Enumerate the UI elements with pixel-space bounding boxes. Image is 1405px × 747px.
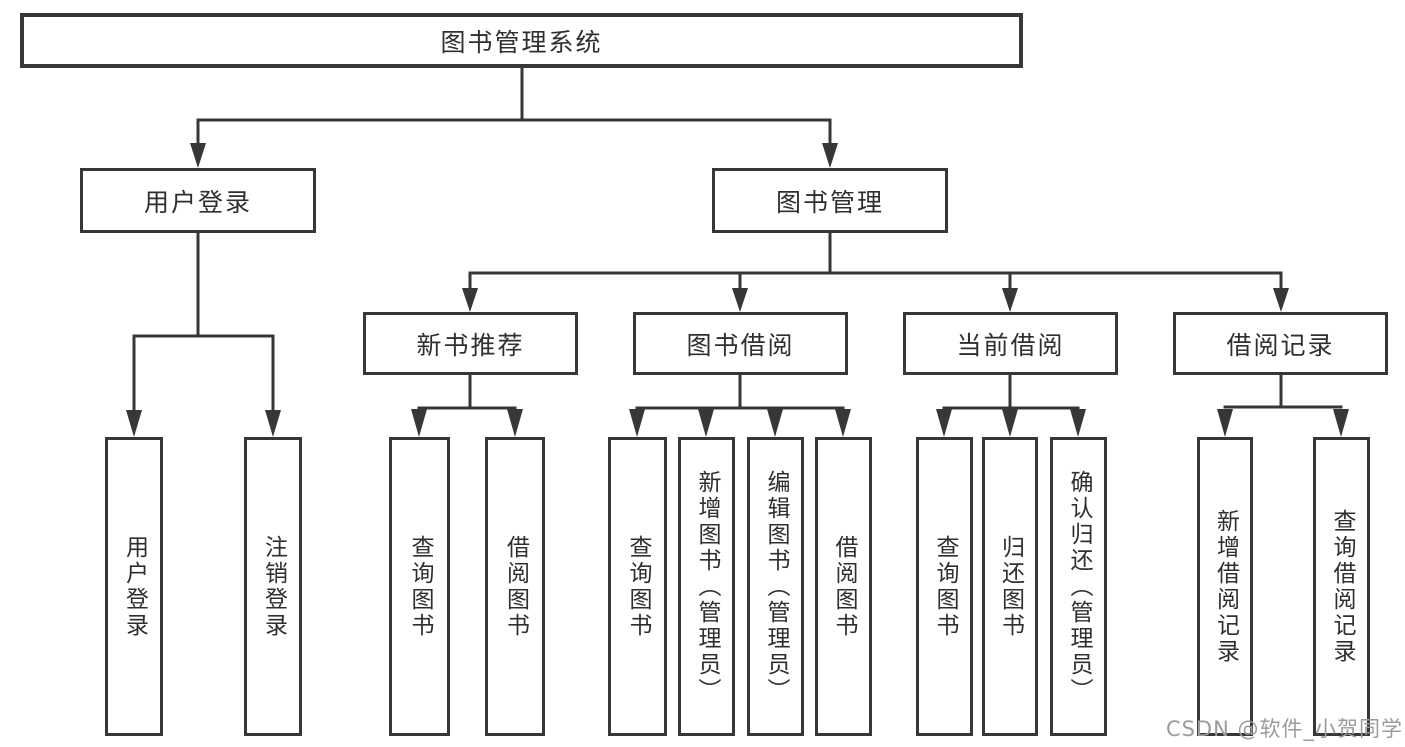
leaf-user-login-label: 用户登录 (121, 534, 148, 639)
leaf-add-borrow-record: 新增借阅记录 (1197, 437, 1253, 736)
leaf-add-book-admin-label: 新增图书（管理员） (694, 469, 720, 704)
node-root-label: 图书管理系统 (440, 27, 603, 57)
node-borrow-records-label: 借阅记录 (1226, 330, 1335, 360)
leaf-query-book-borrowing: 查询图书 (608, 437, 667, 736)
watermark-text: CSDN @软件_小贺同学 (1165, 717, 1403, 741)
node-user-login-label: 用户登录 (143, 187, 252, 217)
node-current-borrowing-label: 当前借阅 (956, 330, 1065, 360)
leaf-borrow-book-label: 借阅图书 (831, 534, 857, 639)
node-new-book-recommend: 新书推荐 (363, 312, 578, 375)
leaf-query-book-borrowing-label: 查询图书 (625, 534, 651, 639)
leaf-query-book-recommend-label: 查询图书 (407, 534, 433, 639)
leaf-edit-book-admin: 编辑图书（管理员） (747, 437, 804, 736)
leaf-user-login: 用户登录 (105, 437, 163, 736)
leaf-query-borrow-record: 查询借阅记录 (1313, 437, 1370, 736)
leaf-borrow-book-recommend: 借阅图书 (485, 437, 545, 736)
node-book-management-label: 图书管理 (775, 187, 884, 217)
node-book-management: 图书管理 (712, 168, 948, 233)
leaf-logout-label: 注销登录 (260, 534, 287, 639)
leaf-confirm-return-admin: 确认归还（管理员） (1050, 437, 1107, 736)
leaf-add-book-admin: 新增图书（管理员） (678, 437, 735, 736)
leaf-logout: 注销登录 (244, 437, 302, 736)
leaf-query-book-current-label: 查询图书 (932, 534, 958, 639)
leaf-return-book-label: 归还图书 (997, 534, 1024, 639)
leaf-borrow-book-recommend-label: 借阅图书 (502, 534, 529, 639)
leaf-query-borrow-record-label: 查询借阅记录 (1329, 508, 1355, 665)
leaf-edit-book-admin-label: 编辑图书（管理员） (763, 469, 789, 704)
arrowheads (126, 143, 1349, 437)
node-new-book-recommend-label: 新书推荐 (416, 330, 525, 360)
leaf-query-book-recommend: 查询图书 (389, 437, 450, 736)
leaf-add-borrow-record-label: 新增借阅记录 (1212, 508, 1239, 665)
node-user-login: 用户登录 (80, 168, 316, 233)
node-borrow-records: 借阅记录 (1173, 312, 1388, 375)
leaf-return-book: 归还图书 (982, 437, 1038, 736)
leaf-query-book-current: 查询图书 (916, 437, 973, 736)
node-root: 图书管理系统 (20, 13, 1023, 68)
leaf-confirm-return-admin-label: 确认归还（管理员） (1066, 469, 1092, 704)
node-current-borrowing: 当前借阅 (903, 312, 1118, 375)
node-book-borrowing: 图书借阅 (633, 312, 848, 375)
node-book-borrowing-label: 图书借阅 (686, 330, 795, 360)
leaf-borrow-book: 借阅图书 (815, 437, 872, 736)
